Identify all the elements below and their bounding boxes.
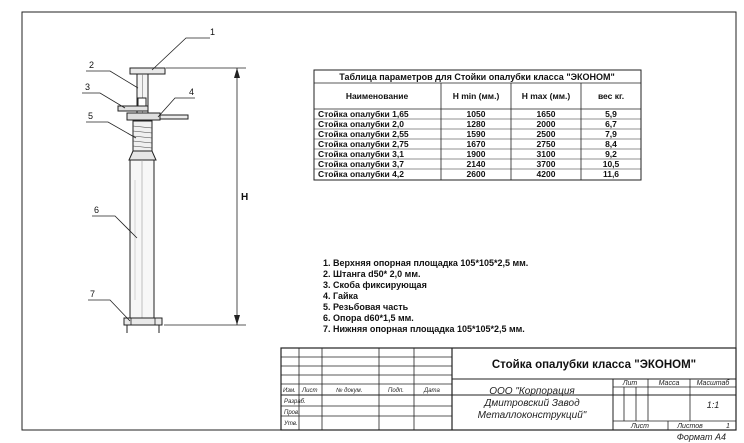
scale-label: Масштаб bbox=[697, 379, 731, 387]
sheets-value: 1 bbox=[726, 423, 730, 430]
column-header-weight: вес кг. bbox=[598, 91, 624, 101]
header-list: Лист bbox=[301, 388, 317, 394]
header-signature: Подп. bbox=[388, 388, 404, 394]
title-block: Изм. Лист № докум. Подп. Дата Разраб. Пр… bbox=[280, 347, 737, 431]
svg-text:1050: 1050 bbox=[467, 109, 486, 119]
list-item: 6. Опора d60*1,5 мм. bbox=[323, 313, 414, 323]
callout-5: 5 bbox=[88, 111, 93, 121]
list-item: 5. Резьбовая часть bbox=[323, 302, 409, 312]
label-approved: Утв. bbox=[283, 421, 298, 427]
height-dimension: H bbox=[164, 67, 248, 326]
table-row: Стойка опалубки 3,7 2140 3700 10,5 bbox=[318, 159, 620, 169]
bottom-plate bbox=[123, 317, 163, 326]
column-header-name: Наименование bbox=[346, 91, 409, 101]
svg-text:2600: 2600 bbox=[467, 169, 486, 179]
list-item: 1. Верхняя опорная площадка 105*105*2,5 … bbox=[323, 258, 528, 268]
company-name-line-3: Металлоконструкций" bbox=[478, 410, 587, 421]
svg-text:7,9: 7,9 bbox=[605, 129, 617, 139]
company-name-line-2: Дмитровский Завод bbox=[483, 398, 580, 409]
svg-text:2750: 2750 bbox=[537, 139, 556, 149]
table-title: Таблица параметров для Стойки опалубки к… bbox=[339, 72, 615, 82]
parameter-table: Таблица параметров для Стойки опалубки к… bbox=[313, 69, 642, 181]
table-row: Стойка опалубки 2,55 1590 2500 7,9 bbox=[318, 129, 617, 139]
label-developed: Разраб. bbox=[284, 399, 306, 405]
nut-handle bbox=[159, 114, 189, 120]
scale-value: 1:1 bbox=[707, 400, 720, 410]
table-row: Стойка опалубки 2,0 1280 2000 6,7 bbox=[318, 119, 617, 129]
header-izm: Изм. bbox=[283, 388, 296, 394]
svg-text:1670: 1670 bbox=[467, 139, 486, 149]
label-checked: Пров. bbox=[284, 410, 300, 416]
callout-4: 4 bbox=[189, 87, 194, 97]
dimension-h-label: H bbox=[241, 192, 248, 203]
list-item: 7. Нижняя опорная площадка 105*105*2,5 м… bbox=[323, 324, 525, 334]
svg-text:Стойка опалубки 2,0: Стойка опалубки 2,0 bbox=[318, 119, 404, 129]
svg-text:2500: 2500 bbox=[537, 129, 556, 139]
table-row: Стойка опалубки 2,75 1670 2750 8,4 bbox=[318, 139, 617, 149]
sheet-label: Лист bbox=[630, 423, 649, 430]
header-date: Дата bbox=[423, 388, 440, 394]
column-header-hmax: H max (мм.) bbox=[522, 91, 571, 101]
svg-text:4200: 4200 bbox=[537, 169, 556, 179]
company-name-line-1: ООО "Корпорация bbox=[489, 386, 575, 397]
lit-label: Лит bbox=[622, 380, 638, 387]
svg-text:Стойка опалубки 3,7: Стойка опалубки 3,7 bbox=[318, 159, 404, 169]
callout-3: 3 bbox=[85, 82, 90, 92]
svg-text:Стойка опалубки 4,2: Стойка опалубки 4,2 bbox=[318, 169, 404, 179]
list-item: 3. Скоба фиксирующая bbox=[323, 280, 427, 290]
svg-text:Стойка опалубки 3,1: Стойка опалубки 3,1 bbox=[318, 149, 404, 159]
top-plate bbox=[129, 67, 166, 75]
parts-list: 1. Верхняя опорная площадка 105*105*2,5 … bbox=[323, 258, 528, 334]
callout-numbers: 1 2 3 4 5 6 7 bbox=[85, 27, 215, 299]
svg-text:8,4: 8,4 bbox=[605, 139, 617, 149]
svg-text:Стойка опалубки 2,55: Стойка опалубки 2,55 bbox=[318, 129, 409, 139]
table-row: Стойка опалубки 3,1 1900 3100 9,2 bbox=[318, 149, 617, 159]
paper-format: Формат А4 bbox=[677, 432, 726, 442]
svg-text:9,2: 9,2 bbox=[605, 149, 617, 159]
column-header-hmin: H min (мм.) bbox=[453, 91, 500, 101]
svg-text:10,5: 10,5 bbox=[603, 159, 620, 169]
product-title: Стойка опалубки класса "ЭКОНОМ" bbox=[492, 359, 696, 371]
svg-text:11,6: 11,6 bbox=[603, 169, 619, 179]
svg-text:2140: 2140 bbox=[467, 159, 486, 169]
callout-leaders bbox=[82, 37, 210, 322]
list-item: 2. Штанга d50* 2,0 мм. bbox=[323, 269, 421, 279]
nut bbox=[126, 112, 161, 121]
prop-drawing bbox=[117, 67, 189, 333]
callout-2: 2 bbox=[89, 60, 94, 70]
callout-1: 1 bbox=[210, 27, 215, 37]
list-item: 4. Гайка bbox=[323, 291, 359, 301]
sheets-label: Листов bbox=[676, 423, 703, 430]
svg-text:Стойка опалубки 1,65: Стойка опалубки 1,65 bbox=[318, 109, 409, 119]
svg-text:2000: 2000 bbox=[537, 119, 556, 129]
svg-text:Стойка опалубки 2,75: Стойка опалубки 2,75 bbox=[318, 139, 409, 149]
svg-text:1900: 1900 bbox=[467, 149, 486, 159]
header-doc-number: № докум. bbox=[336, 387, 362, 394]
bracket-pin bbox=[137, 97, 147, 107]
callout-6: 6 bbox=[94, 205, 99, 215]
svg-text:1590: 1590 bbox=[467, 129, 486, 139]
thread-lines bbox=[132, 125, 153, 149]
sleeve-cone bbox=[128, 150, 157, 161]
table-row: Стойка опалубки 4,2 2600 4200 11,6 bbox=[318, 169, 619, 179]
svg-text:3700: 3700 bbox=[537, 159, 556, 169]
svg-text:6,7: 6,7 bbox=[605, 119, 617, 129]
svg-text:5,9: 5,9 bbox=[605, 109, 617, 119]
callout-7: 7 bbox=[90, 289, 95, 299]
mass-label: Масса bbox=[659, 380, 680, 387]
svg-text:1650: 1650 bbox=[537, 109, 556, 119]
svg-text:3100: 3100 bbox=[537, 149, 556, 159]
table-row: Стойка опалубки 1,65 1050 1650 5,9 bbox=[318, 109, 617, 119]
svg-text:1280: 1280 bbox=[467, 119, 486, 129]
fixing-bracket bbox=[117, 105, 149, 112]
